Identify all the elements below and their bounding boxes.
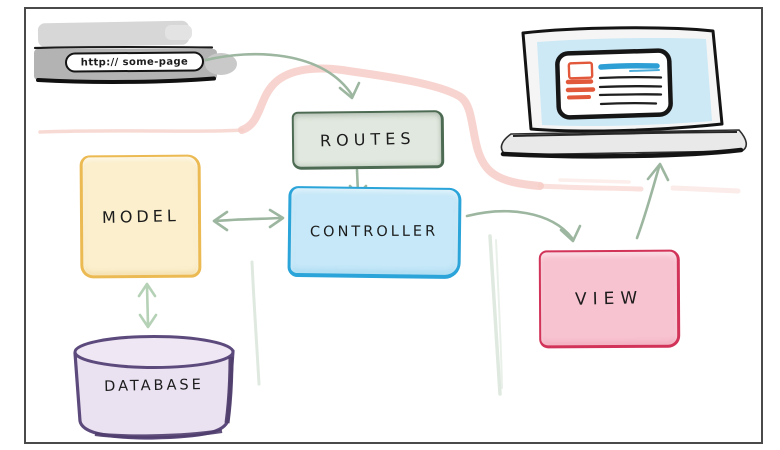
database-label: DATABASE (104, 376, 204, 396)
arrow-model-controller-bidirectional (212, 208, 285, 232)
node-view: VIEW (538, 249, 681, 349)
node-model: MODEL (79, 154, 202, 279)
request-flow-line (38, 64, 741, 194)
database-cylinder-icon (73, 335, 235, 440)
url-text: http:// some-page (80, 56, 189, 68)
routes-label: ROUTES (319, 128, 416, 151)
browser-tab-strip (37, 20, 190, 48)
model-label: MODEL (101, 205, 180, 227)
arrow-model-database-bidirectional (137, 282, 158, 329)
stray-sketch-strokes (250, 234, 503, 396)
webpage-title-bar (598, 62, 660, 70)
arrow-controller-to-view (465, 210, 582, 243)
laptop-icon (500, 26, 748, 159)
node-controller: CONTROLLER (287, 185, 462, 280)
node-routes: ROUTES (291, 110, 445, 170)
webpage-menu-bars (565, 79, 596, 100)
arrow-browser-to-routes (204, 52, 361, 100)
url-bar: http:// some-page (64, 51, 205, 73)
webpage-image-placeholder (567, 61, 594, 80)
view-label: VIEW (574, 287, 644, 310)
arrow-view-to-laptop (635, 162, 670, 240)
diagram-frame (24, 7, 763, 444)
webpage-text-lines (598, 76, 663, 106)
controller-label: CONTROLLER (310, 223, 439, 240)
